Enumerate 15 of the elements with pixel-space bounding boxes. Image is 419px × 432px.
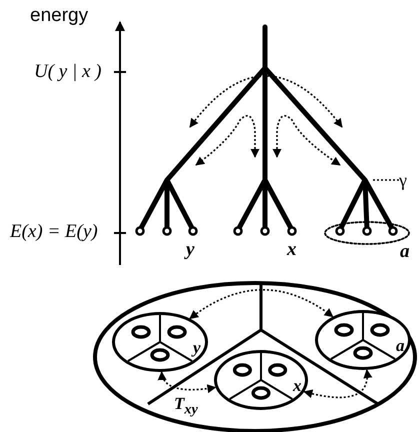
state-label: a (400, 242, 410, 261)
state-label: T$_{xy}$ (174, 395, 198, 417)
leader-line (372, 179, 399, 181)
axis-label: energy (30, 6, 88, 25)
state-label: x (287, 240, 296, 259)
state-label: y (186, 240, 194, 259)
transition-arrow (189, 289, 334, 320)
state-label: a (396, 337, 404, 354)
state-label: x (293, 377, 302, 394)
transition-arrow (303, 369, 372, 398)
state-label: y (193, 339, 201, 356)
axis-tick-label: E(x) = E(y) (10, 222, 98, 241)
axis-tick-label: U( y | x ) (34, 62, 102, 81)
transition-arrow (158, 371, 216, 394)
parameter-label: γ (399, 170, 413, 190)
